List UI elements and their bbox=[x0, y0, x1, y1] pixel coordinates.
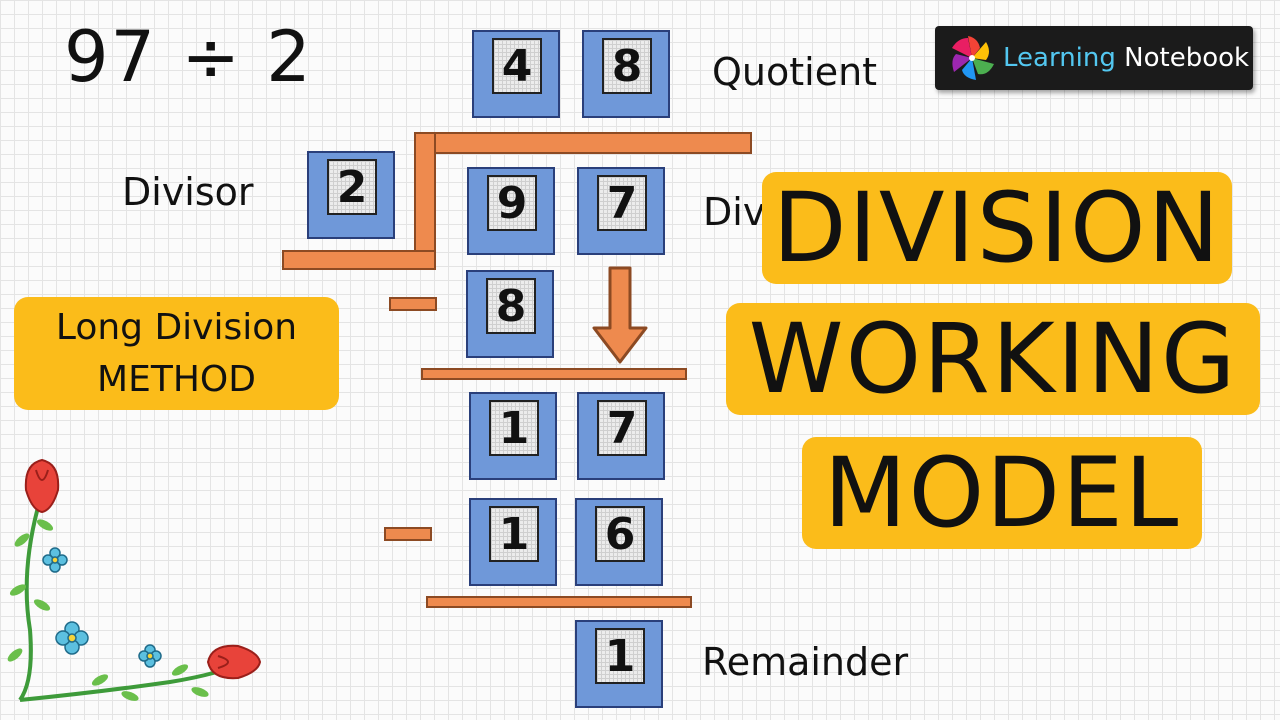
method-badge: Long Division METHOD bbox=[14, 297, 339, 410]
method-badge-line1: Long Division bbox=[55, 306, 298, 348]
divisor-label: Divisor bbox=[122, 170, 254, 214]
middle-digit-tile: 7 bbox=[577, 392, 665, 480]
subtract-digit-tile: 8 bbox=[466, 270, 554, 358]
subtract-digit-tile: 1 bbox=[469, 498, 557, 586]
quotient-digit-tile: 4 bbox=[472, 30, 560, 118]
title-line-1: DIVISION bbox=[762, 172, 1232, 284]
minus-sign-2 bbox=[384, 527, 432, 541]
subtraction-line-2 bbox=[426, 596, 692, 608]
dividend-digit-tile: 7 bbox=[577, 167, 665, 255]
title-line-2: WORKING bbox=[726, 303, 1260, 415]
digit-card: 1 bbox=[489, 400, 539, 456]
brand-name-learning: Learning bbox=[1003, 43, 1116, 73]
remainder-label: Remainder bbox=[702, 640, 909, 684]
quotient-label: Quotient bbox=[712, 50, 878, 94]
digit-card: 2 bbox=[327, 159, 377, 215]
title-text: MODEL bbox=[823, 437, 1181, 549]
equation-heading: 97 ÷ 2 bbox=[64, 16, 313, 98]
divisor-digit-tile: 2 bbox=[307, 151, 395, 239]
digit-card: 9 bbox=[487, 175, 537, 231]
division-bracket-top-bar bbox=[414, 132, 752, 154]
down-arrow-icon bbox=[592, 266, 648, 364]
subtraction-line-1 bbox=[421, 368, 687, 380]
digit-card: 4 bbox=[492, 38, 542, 94]
pinwheel-logo-icon bbox=[952, 36, 994, 80]
brand-name-notebook: Notebook bbox=[1124, 43, 1250, 73]
digit-card: 1 bbox=[489, 506, 539, 562]
division-bracket-bottom-bar bbox=[282, 250, 436, 270]
quotient-digit-tile: 8 bbox=[582, 30, 670, 118]
middle-digit-tile: 1 bbox=[469, 392, 557, 480]
minus-sign-1 bbox=[389, 297, 437, 311]
dividend-digit-tile: 9 bbox=[467, 167, 555, 255]
digit-card: 8 bbox=[486, 278, 536, 334]
digit-card: 7 bbox=[597, 400, 647, 456]
title-text: DIVISION bbox=[772, 172, 1222, 284]
brand-logo: Learning Notebook bbox=[935, 26, 1253, 90]
digit-card: 6 bbox=[595, 506, 645, 562]
title-line-3: MODEL bbox=[802, 437, 1202, 549]
method-badge-line2: METHOD bbox=[97, 358, 256, 400]
title-text: WORKING bbox=[748, 303, 1238, 415]
subtract-digit-tile: 6 bbox=[575, 498, 663, 586]
remainder-digit-tile: 1 bbox=[575, 620, 663, 708]
floral-corner-decoration bbox=[7, 458, 262, 702]
digit-card: 1 bbox=[595, 628, 645, 684]
digit-card: 7 bbox=[597, 175, 647, 231]
digit-card: 8 bbox=[602, 38, 652, 94]
